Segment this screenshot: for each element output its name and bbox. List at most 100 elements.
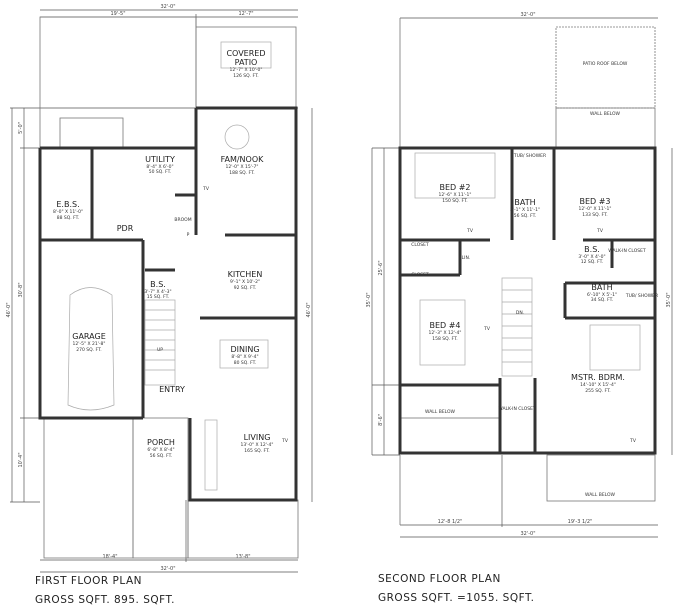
room-label-utility: UTILITY	[145, 155, 175, 164]
room-area: 12 SQ. FT.	[581, 259, 604, 265]
bed-icon	[419, 299, 466, 366]
tv-label: TV	[596, 228, 604, 234]
stairs-up-label: UP	[157, 347, 163, 353]
room-label-entry: ENTRY	[159, 385, 185, 394]
nook-table-icon	[224, 124, 250, 150]
tv-label: TV	[466, 228, 474, 234]
room-size: 8'-0" X 11'-0"	[53, 209, 83, 215]
closet-label: CLOSET	[411, 242, 429, 248]
dim-left-c: 10'-4"	[18, 452, 24, 467]
room-label-covered-patio: COVERED	[226, 49, 265, 58]
dim-bottom-total: 32'-0"	[520, 531, 535, 537]
second-floor-plan: 32'-0" PATIO ROOF BELOW WALL BELOW 35'-0…	[366, 12, 673, 604]
dim-left-a: 5'-0"	[18, 122, 24, 134]
room-area: 133 SQ. FT.	[582, 212, 607, 218]
dim-top-total: 32'-0"	[160, 4, 175, 10]
room-size: 6'-8" X 8'-4"	[147, 447, 174, 453]
dim-right-total: 35'-0"	[666, 292, 672, 307]
first-floor-gross-sqft: GROSS SQFT. 895. SQFT.	[35, 594, 175, 606]
room-area: 15 SQ. FT.	[147, 294, 170, 300]
bed-icon	[414, 152, 496, 199]
room-area: 88 SQ. FT.	[57, 215, 80, 221]
stairs	[501, 277, 533, 377]
room-label-bs: B.S.	[150, 280, 166, 289]
dim-bottom-left: 12'-8 1/2"	[438, 519, 463, 525]
wall-below-label: WALL BELOW	[425, 409, 456, 415]
room-label-master-bedroom: MSTR. BDRM.	[571, 373, 625, 382]
room-size: 14'-10" X 15'-4"	[580, 382, 616, 388]
stairs	[144, 299, 176, 386]
room-size: 12'-3" X 12'-4"	[429, 330, 462, 336]
tv-label: TV	[483, 326, 491, 332]
dim-left-b: 8'-6"	[378, 414, 384, 426]
room-area: 270 SQ. FT.	[76, 347, 101, 353]
second-floor-gross-sqft: GROSS SQFT. =1055. SQFT.	[378, 592, 534, 604]
room-area: 165 SQ. FT.	[244, 448, 269, 454]
wall-below-label: WALL BELOW	[590, 111, 621, 117]
room-size: 3'-0" X 4'-0"	[578, 254, 605, 260]
room-label-ebs: E.B.S.	[56, 200, 79, 209]
room-size: 9'-1" X 10'-2"	[230, 279, 260, 285]
room-size: 13'-0" X 12'-4"	[241, 442, 274, 448]
dim-top-total: 32'-0"	[520, 12, 535, 18]
room-size: 12'-6" X 11'-1"	[439, 192, 472, 198]
dim-right-total: 46'-0"	[306, 302, 312, 317]
room-area: 80 SQ. FT.	[234, 360, 257, 366]
dim-bottom-right: 13'-8"	[235, 554, 250, 560]
wall-below-label: WALL BELOW	[585, 492, 616, 498]
dim-left-b: 30'-8"	[18, 282, 24, 297]
room-area: 126 SQ. FT.	[233, 73, 258, 79]
room-size: 8'-8" X 9'-4"	[231, 354, 258, 360]
room-label-broom: BROOM	[174, 217, 191, 223]
room-area: 92 SQ. FT.	[234, 285, 257, 291]
room-area: 150 SQ. FT.	[442, 198, 467, 204]
tv-label: TV	[202, 186, 210, 192]
tv-label: TV	[629, 438, 637, 444]
room-label-bed-3: BED #3	[579, 197, 610, 206]
stairs-down-label: DN.	[516, 310, 524, 316]
room-area: 158 SQ. FT.	[432, 336, 457, 342]
room-size: 12'-7" X 10'-0"	[230, 67, 263, 73]
room-area: 255 SQ. FT.	[585, 388, 610, 394]
room-area: 56 SQ. FT.	[150, 453, 173, 459]
first-floor-title: FIRST FLOOR PLAN	[35, 575, 142, 587]
room-label-kitchen: KITCHEN	[228, 270, 263, 279]
room-label-bs: B.S.	[584, 245, 600, 254]
dim-left-total: 46'-0"	[6, 302, 12, 317]
patio-table-icon	[220, 41, 272, 69]
room-label-pdr: PDR	[117, 224, 134, 233]
dim-bottom-total: 32'-0"	[160, 566, 175, 572]
dim-top-right: 12'-7"	[238, 11, 253, 17]
walk-in-closet-label: WALK-IN CLOSET	[498, 406, 536, 412]
room-area: 34 SQ. FT.	[591, 297, 614, 303]
room-label-bath: BATH	[514, 198, 535, 207]
room-label-garage: GARAGE	[72, 332, 106, 341]
room-label-porch: PORCH	[147, 438, 175, 447]
car-icon	[67, 287, 115, 411]
room-label-covered-patio-2: PATIO	[235, 58, 258, 67]
bed-icon	[589, 324, 641, 371]
room-label-fam-nook: FAM/NOOK	[221, 155, 265, 164]
room-label-pantry: P	[187, 232, 190, 238]
room-size: 5'-1" X 11'-1"	[510, 207, 540, 213]
room-size: 12'-0" X 11'-1"	[579, 206, 612, 212]
room-label-living: LIVING	[244, 433, 271, 442]
room-size: 8'-4" X 6'-0"	[146, 164, 173, 170]
room-size: 6'-10" X 5'-1"	[587, 292, 617, 298]
closet-label: CLOSET	[411, 272, 429, 278]
dim-left-a: 25'-6"	[378, 260, 384, 275]
room-area: 56 SQ. FT.	[514, 213, 537, 219]
second-floor-title: SECOND FLOOR PLAN	[378, 573, 501, 585]
room-size: 12'-0" X 15'-7"	[226, 164, 259, 170]
room-label-dining: DINING	[230, 345, 259, 354]
tv-label: TV	[281, 438, 289, 444]
dining-table-icon	[219, 339, 269, 369]
linen-label: LIN.	[462, 255, 471, 261]
dim-top-left: 19'-5"	[110, 11, 125, 17]
walk-in-closet-label: WALK-IN CLOSET	[608, 248, 646, 254]
room-size: 3'-7" X 4'-3"	[144, 289, 171, 295]
room-area: 50 SQ. FT.	[149, 169, 172, 175]
sofa-icon	[204, 419, 218, 491]
room-size: 12'-5" X 21'-8"	[73, 341, 106, 347]
